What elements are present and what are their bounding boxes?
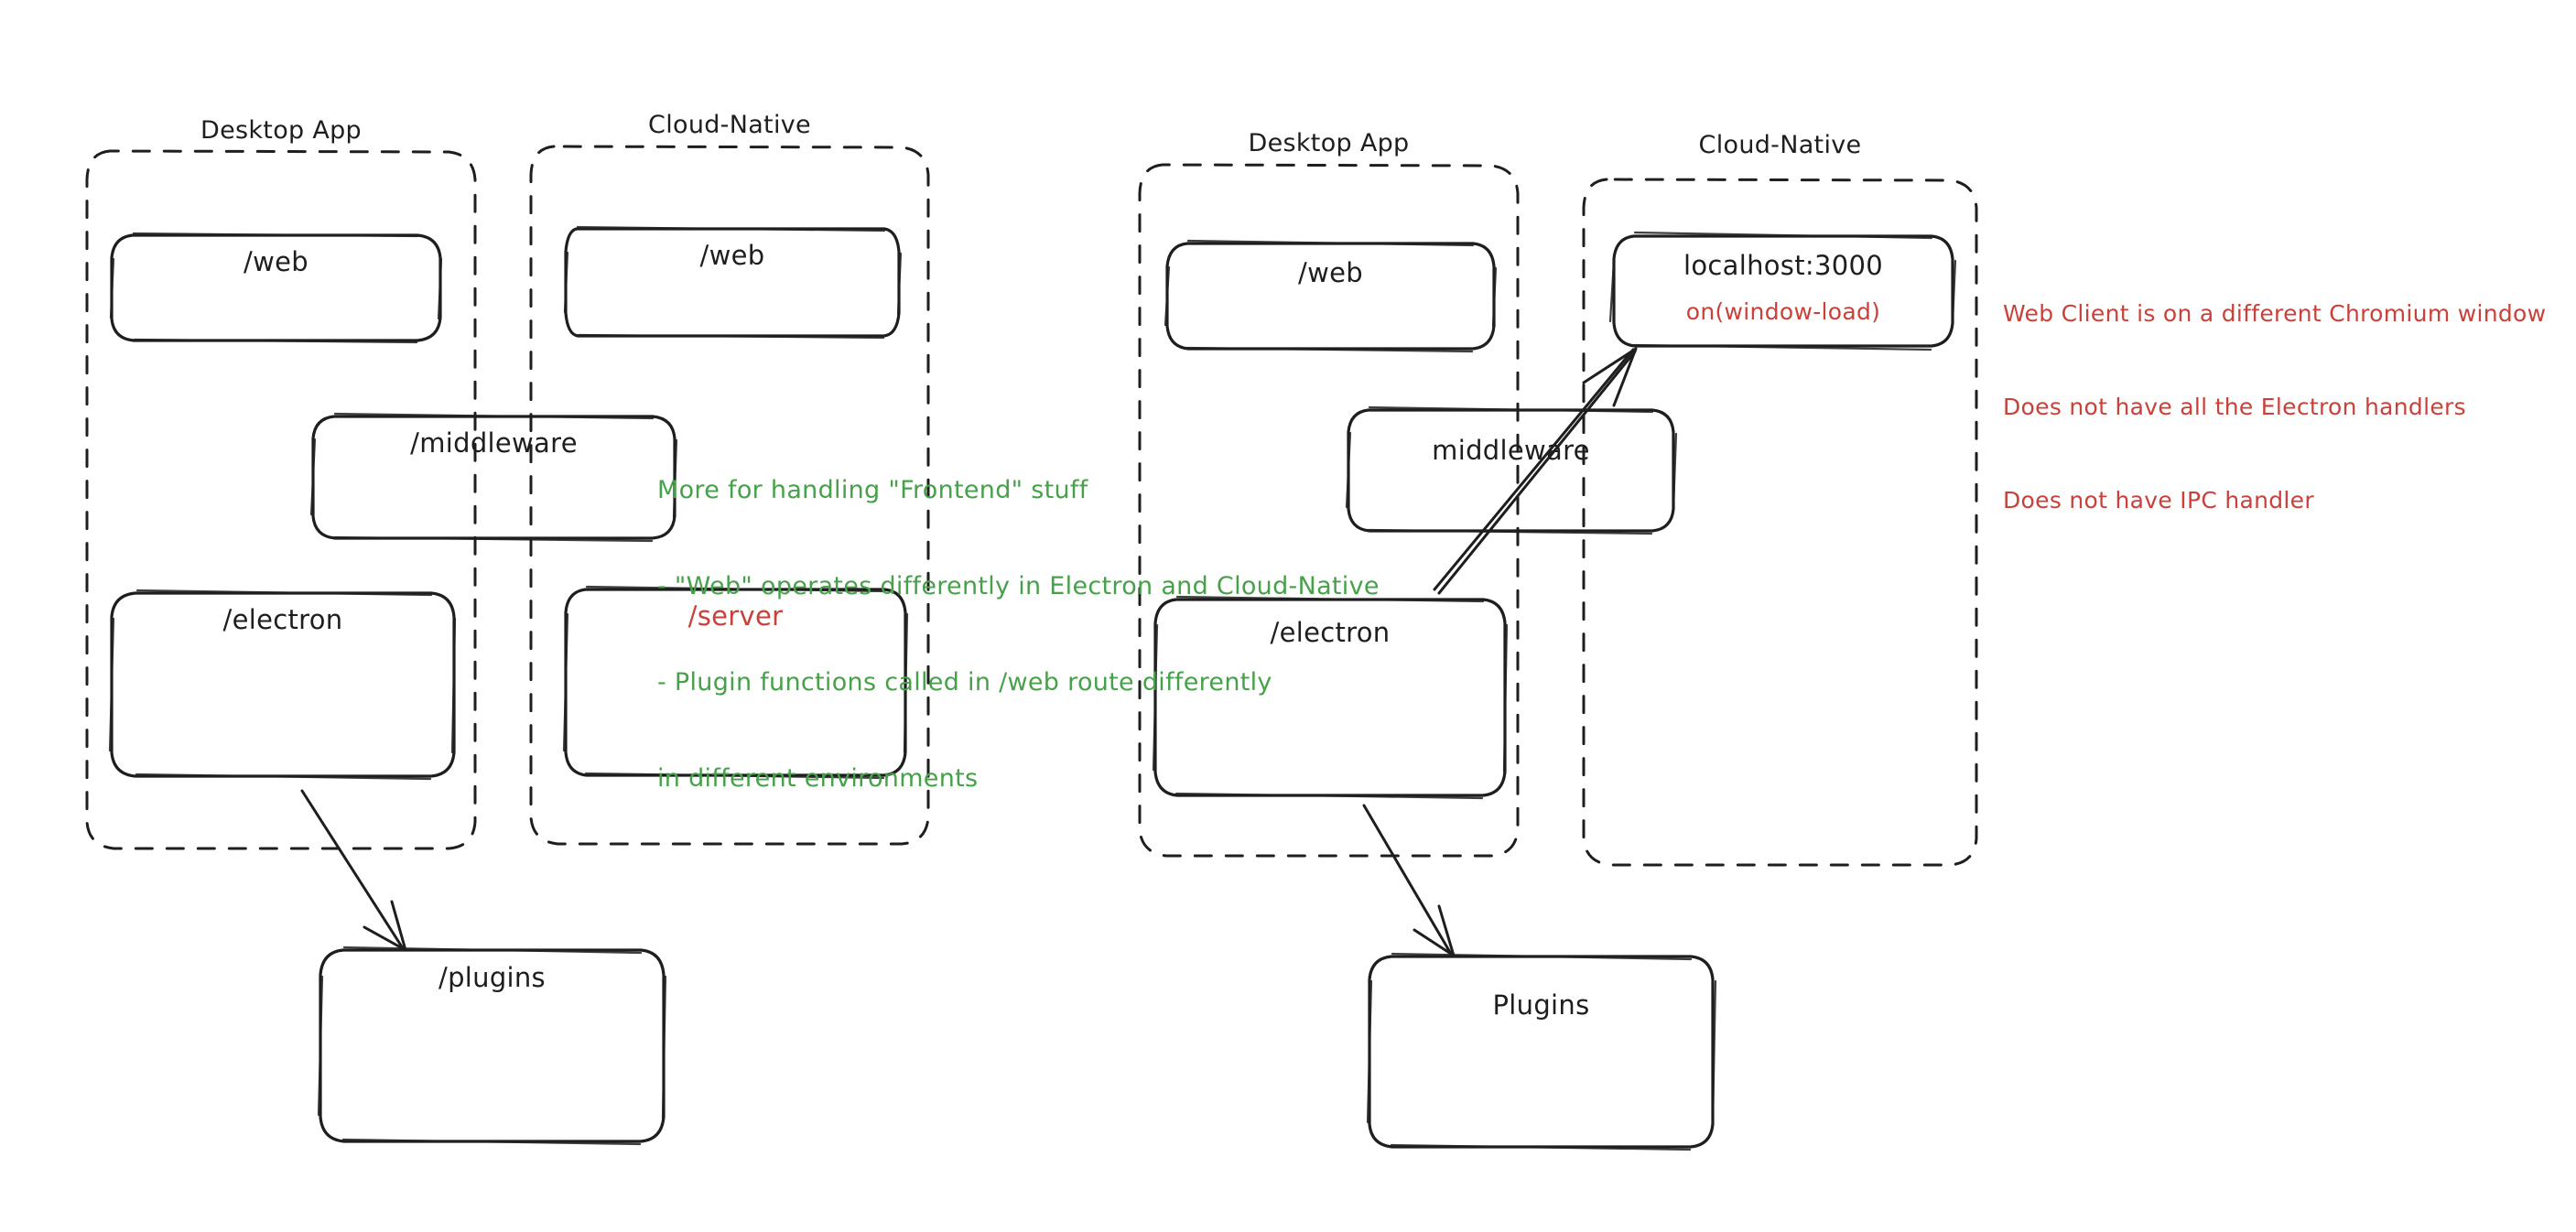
right-middleware-label: middleware xyxy=(1432,435,1590,466)
right-middleware-node[interactable] xyxy=(1347,408,1675,533)
right-localhost-sublabel: on(window-load) xyxy=(1685,298,1881,325)
red-annotation: Web Client is on a different Chromium wi… xyxy=(2003,236,2546,547)
left-plugins-node-sketch xyxy=(317,946,667,1146)
left-cloud-web-node[interactable] xyxy=(564,227,901,338)
right-plugins-node[interactable] xyxy=(1368,955,1715,1149)
left-cloud-native-container xyxy=(529,145,930,846)
left-desktop-electron-label: /electron xyxy=(222,604,343,635)
arrow-right-electron-to-plugins-head xyxy=(1412,904,1456,957)
left-cloud-server-node[interactable] xyxy=(564,588,907,777)
right-localhost-node-sketch xyxy=(1608,231,1957,351)
right-desktop-app-container xyxy=(1138,163,1520,858)
right-middleware-node-sketch xyxy=(1345,405,1678,535)
left-cloud-native-title: Cloud-Native xyxy=(648,111,811,139)
arrow-right-electron-to-plugins xyxy=(1362,804,1453,956)
left-plugins-label: /plugins xyxy=(438,962,546,993)
right-cloud-native-container xyxy=(1582,178,1978,867)
left-cloud-web-label: /web xyxy=(699,240,765,271)
left-desktop-web-node-sketch xyxy=(109,232,443,344)
left-middleware-node-sketch xyxy=(309,412,678,543)
right-desktop-electron-node[interactable] xyxy=(1153,598,1507,797)
left-cloud-server-node-sketch xyxy=(562,585,909,780)
left-desktop-app-title: Desktop App xyxy=(200,116,362,145)
arrow-left-electron-to-plugins xyxy=(300,789,405,950)
left-cloud-web-node-sketch xyxy=(563,225,903,340)
right-plugins-label: Plugins xyxy=(1492,989,1590,1021)
right-desktop-electron-node-sketch xyxy=(1152,595,1509,800)
left-middleware-label: /middleware xyxy=(410,427,578,459)
left-desktop-app-container xyxy=(85,149,477,850)
green-annotation: More for handling "Frontend" stuff - "We… xyxy=(657,410,1380,827)
right-desktop-web-label: /web xyxy=(1298,257,1363,288)
left-desktop-electron-node[interactable] xyxy=(110,591,456,778)
red-annotation-line-3: Does not have IPC handler xyxy=(2003,487,2314,513)
green-annotation-line-2: - "Web" operates differently in Electron… xyxy=(657,572,1380,600)
right-desktop-electron-label: /electron xyxy=(1270,617,1391,648)
arrow-left-electron-to-plugins-head xyxy=(363,900,407,952)
left-desktop-web-node[interactable] xyxy=(110,233,442,342)
right-localhost-label: localhost:3000 xyxy=(1683,250,1883,281)
arrow-right-electron-to-localhost-head xyxy=(1582,347,1638,407)
right-localhost-node[interactable] xyxy=(1612,234,1954,348)
left-plugins-node[interactable] xyxy=(319,948,666,1143)
arrow-right-electron-to-localhost-2 xyxy=(1437,350,1637,595)
red-annotation-line-2: Does not have all the Electron handlers xyxy=(2003,394,2466,420)
green-annotation-line-1: More for handling "Frontend" stuff xyxy=(657,476,1088,504)
left-cloud-server-label: /server xyxy=(687,600,784,632)
left-desktop-web-label: /web xyxy=(244,246,308,277)
arrow-right-electron-to-localhost xyxy=(1433,348,1635,591)
green-annotation-line-4: in different environments xyxy=(657,764,979,793)
left-desktop-electron-node-sketch xyxy=(108,589,457,781)
right-cloud-native-title: Cloud-Native xyxy=(1698,131,1862,159)
right-desktop-web-node[interactable] xyxy=(1165,242,1496,351)
left-middleware-node[interactable] xyxy=(311,415,676,540)
right-desktop-web-node-sketch xyxy=(1164,239,1498,353)
right-desktop-app-title: Desktop App xyxy=(1248,129,1410,157)
green-annotation-line-3: - Plugin functions called in /web route … xyxy=(657,668,1272,697)
right-plugins-node-sketch xyxy=(1366,952,1717,1151)
red-annotation-line-1: Web Client is on a different Chromium wi… xyxy=(2003,300,2547,327)
